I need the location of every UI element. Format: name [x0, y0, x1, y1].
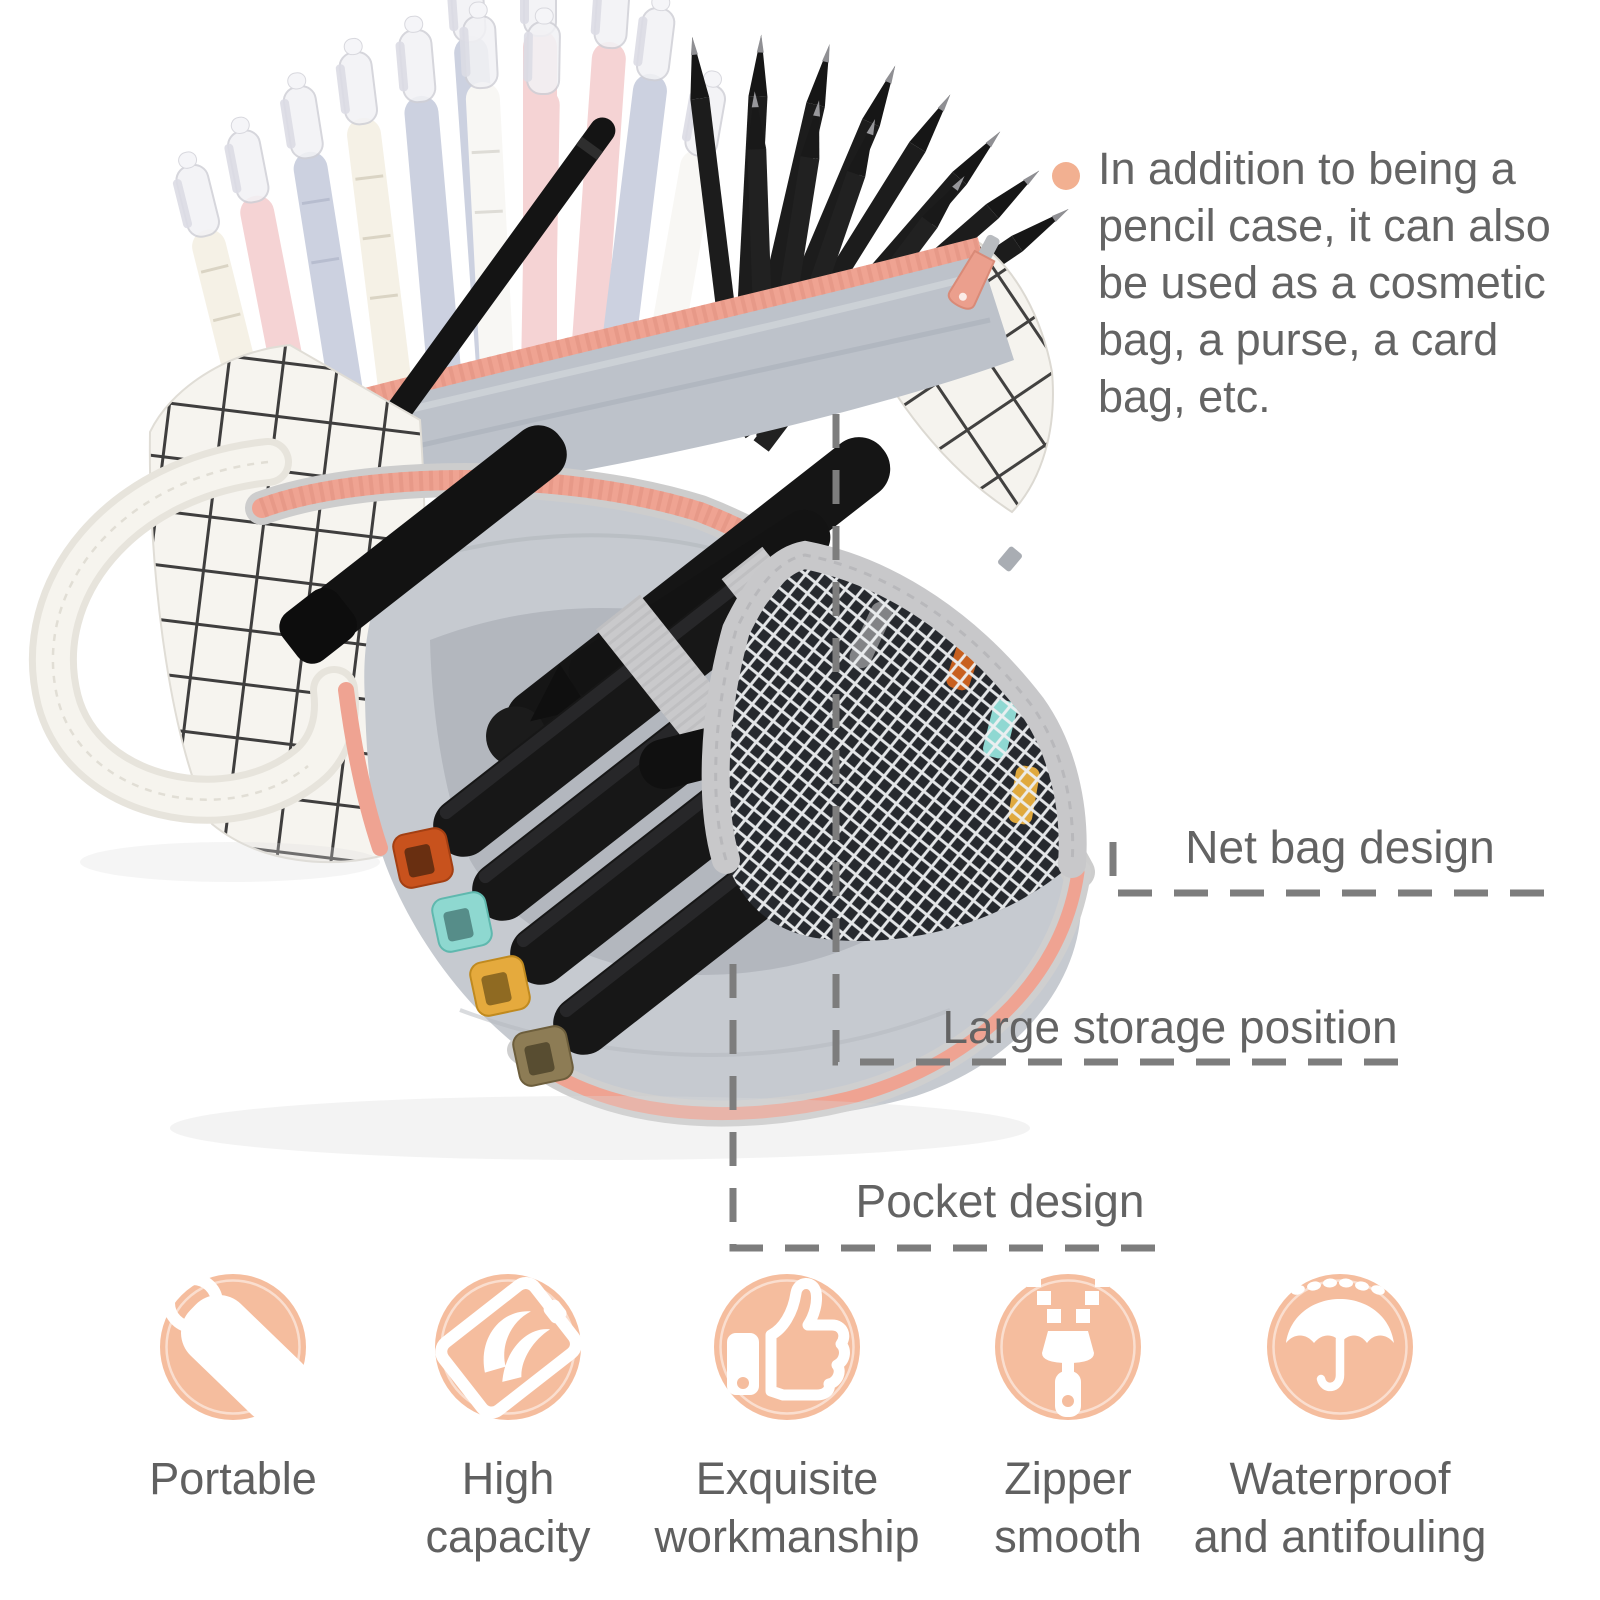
zipper-stop: [998, 546, 1022, 572]
zipper-pull: [947, 234, 1000, 310]
description-text: In addition to being a pencil case, it c…: [1098, 140, 1578, 425]
description-line: bag, a purse, a card: [1098, 314, 1499, 365]
marker-pens: [279, 425, 907, 1087]
zipper-icon: [995, 1255, 1141, 1420]
handle-tag-icon: [160, 1273, 311, 1424]
callout-label-large-storage: Large storage position: [942, 1001, 1398, 1053]
bag-handle: [29, 438, 359, 824]
thumb-up-icon: [714, 1274, 860, 1420]
callout-line-pocket: [729, 964, 1158, 1252]
feature-label-portable: Portable: [149, 1453, 317, 1504]
description-line: be used as a cosmetic: [1098, 257, 1546, 308]
mesh-pocket: [701, 540, 1087, 941]
description-line: bag, etc.: [1098, 371, 1271, 422]
callout-line-net-bag: [1109, 842, 1545, 897]
callout-label-net-bag: Net bag design: [1185, 821, 1495, 873]
handle-shadow: [80, 842, 380, 882]
description-line: In addition to being a: [1098, 143, 1516, 194]
umbrella-rain-icon: [1267, 1274, 1413, 1420]
bullet-dot-icon: [1052, 162, 1080, 190]
callout-line-large-storage: [832, 414, 1412, 1066]
bag-shadow: [170, 1096, 1030, 1160]
callout-label-pocket: Pocket design: [855, 1175, 1145, 1227]
description-line: pencil case, it can also: [1098, 200, 1551, 251]
expanding-case-icon: [435, 1274, 582, 1420]
